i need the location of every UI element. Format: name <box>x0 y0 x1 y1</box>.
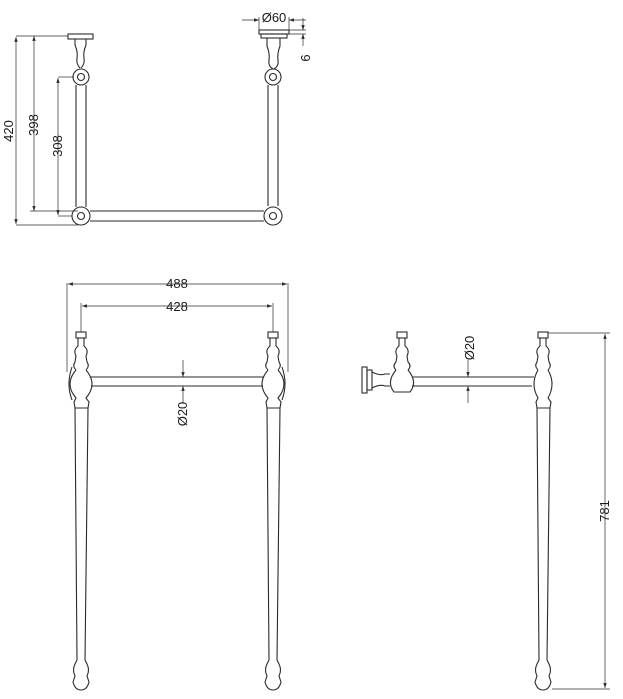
side-wall-flange <box>361 366 368 394</box>
dim-label-428: 428 <box>166 299 188 314</box>
right-upper-joint <box>264 68 282 86</box>
dim-label-6: 6 <box>298 54 313 61</box>
dim-label-488: 488 <box>166 276 188 291</box>
dim-label-308: 308 <box>50 135 65 157</box>
right-lower-joint <box>263 206 283 226</box>
side-view: Ø20 781 <box>361 331 612 691</box>
left-wall-flange <box>67 33 94 40</box>
dim-label-diameter-60: Ø60 <box>262 10 287 25</box>
left-upper-joint <box>72 68 90 86</box>
dim-label-398: 398 <box>26 114 41 136</box>
front-left-leg <box>68 331 93 691</box>
dim-label-front-diameter-20: Ø20 <box>175 402 190 427</box>
front-right-leg <box>261 331 286 691</box>
top-view: 420 398 308 Ø60 6 <box>1 10 313 226</box>
dim-label-781: 781 <box>597 500 612 522</box>
left-lower-joint <box>71 206 91 226</box>
side-leg <box>533 331 553 691</box>
right-wall-flange <box>258 29 290 35</box>
dim-label-420: 420 <box>1 120 16 142</box>
front-view: 488 428 Ø20 <box>66 276 289 691</box>
dim-label-side-diameter-20: Ø20 <box>462 336 477 361</box>
